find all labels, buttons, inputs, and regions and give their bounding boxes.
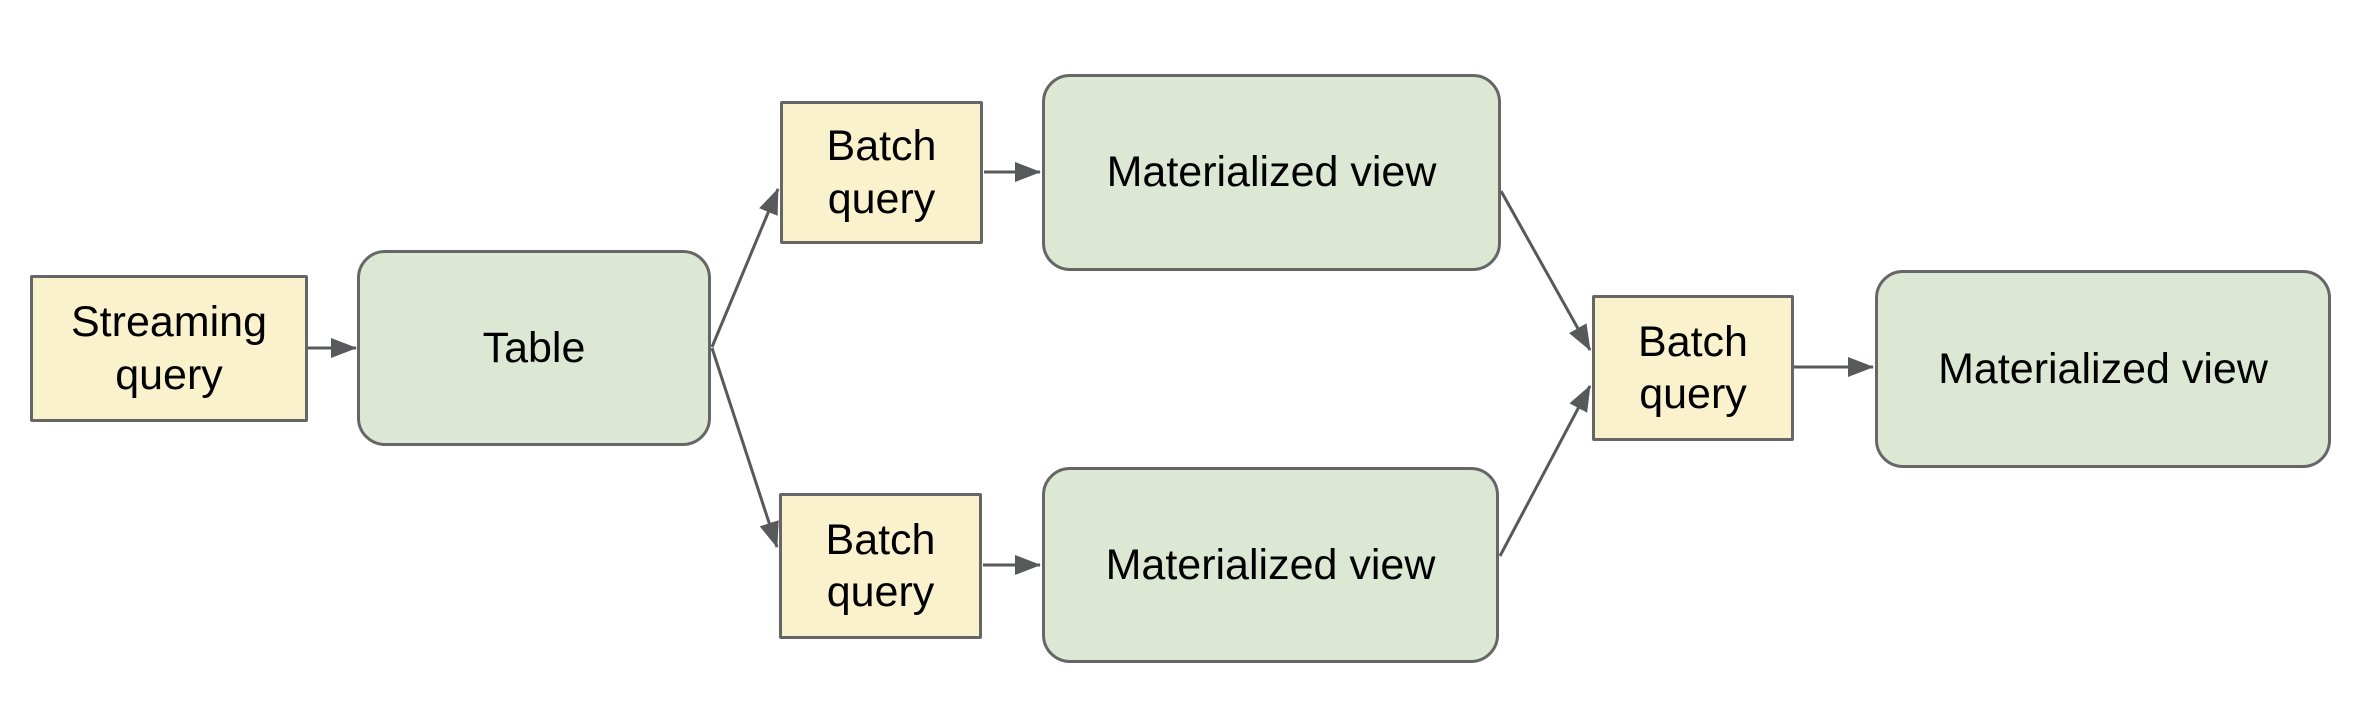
streaming-query-node: Streaming query bbox=[30, 275, 308, 422]
table-label: Table bbox=[482, 323, 586, 372]
materialized-view-right-node: Materialized view bbox=[1875, 270, 2331, 468]
batch-query-right-label: Batch query bbox=[1638, 317, 1748, 418]
batch-query-right-node: Batch query bbox=[1592, 295, 1794, 441]
materialized-view-top-label: Materialized view bbox=[1106, 148, 1437, 197]
materialized-view-bottom-node: Materialized view bbox=[1042, 467, 1499, 663]
edge-materialized-view-top-to-batch-query-right bbox=[1499, 190, 1592, 351]
edge-table-to-batch-query-top bbox=[710, 188, 780, 348]
streaming-query-label: Streaming query bbox=[71, 298, 267, 399]
edge-table-to-batch-query-bottom bbox=[710, 347, 779, 548]
materialized-view-right-label: Materialized view bbox=[1938, 344, 2268, 393]
batch-query-bottom-label: Batch query bbox=[825, 515, 936, 616]
batch-query-top-node: Batch query bbox=[780, 101, 983, 244]
batch-query-bottom-node: Batch query bbox=[779, 493, 982, 639]
batch-query-top-label: Batch query bbox=[826, 122, 937, 223]
materialized-view-bottom-label: Materialized view bbox=[1105, 540, 1436, 589]
materialized-view-top-node: Materialized view bbox=[1042, 74, 1501, 271]
table-node: Table bbox=[357, 250, 711, 446]
edge-materialized-view-bottom-to-batch-query-right bbox=[1498, 385, 1592, 557]
